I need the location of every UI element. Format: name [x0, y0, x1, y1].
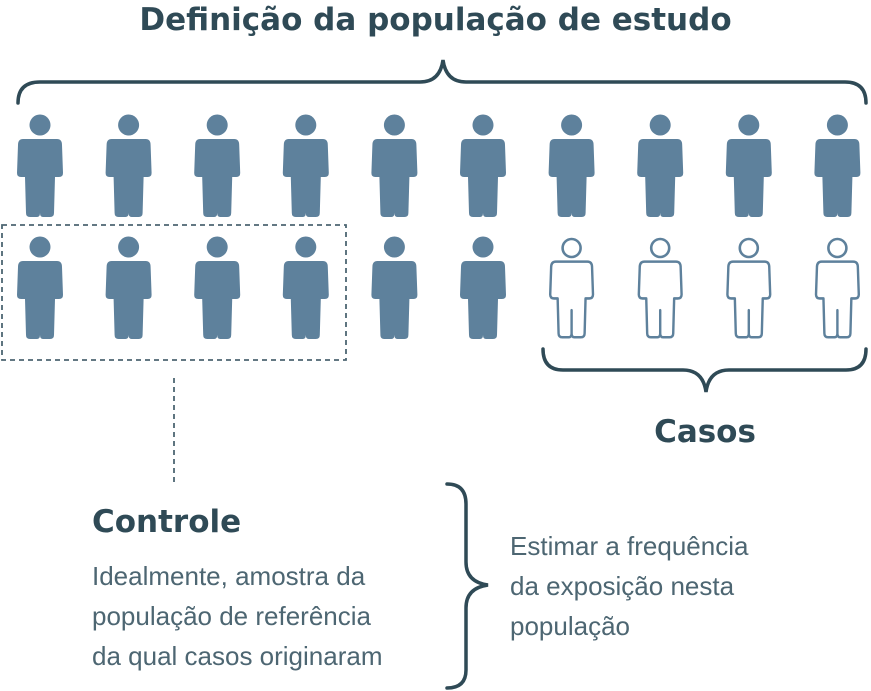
person-filled-icon	[282, 236, 329, 339]
person-body	[725, 139, 772, 217]
person-filled-icon	[17, 114, 63, 217]
person-head	[826, 114, 848, 136]
person-filled-icon	[548, 114, 595, 217]
person-body	[637, 260, 683, 339]
person-filled-icon	[814, 114, 861, 217]
person-body	[17, 261, 63, 339]
person-body	[194, 139, 241, 217]
person-head	[561, 114, 583, 136]
person-body	[548, 139, 595, 217]
person-body	[637, 139, 684, 217]
person-outline-icon	[726, 237, 772, 339]
casos-brace	[541, 347, 868, 393]
person-body	[726, 260, 772, 339]
person-head	[649, 237, 671, 259]
person-head	[827, 237, 848, 259]
person-filled-icon	[371, 114, 418, 217]
estimate-line: população	[510, 611, 630, 641]
person-head	[295, 236, 317, 258]
person-body	[460, 139, 506, 217]
controle-description-line: Idealmente, amostra da	[92, 561, 366, 591]
person-head	[649, 114, 671, 136]
person-head	[206, 114, 228, 136]
person-filled-icon	[637, 114, 684, 217]
person-filled-icon	[194, 236, 241, 339]
person-body	[814, 139, 861, 217]
diagram-title: Definição da população de estudo	[139, 2, 732, 38]
person-head	[383, 236, 405, 258]
estimate-line: da exposição nesta	[510, 571, 735, 601]
person-body	[282, 139, 329, 217]
population-brace	[16, 59, 868, 105]
person-body	[194, 261, 241, 339]
person-head	[29, 236, 51, 258]
person-filled-icon	[105, 114, 152, 217]
person-head	[738, 114, 760, 136]
estimate-line: Estimar a frequência	[510, 531, 749, 561]
person-filled-icon	[282, 114, 329, 217]
person-body	[105, 261, 152, 339]
person-body	[549, 260, 595, 339]
casos-label: Casos	[654, 414, 756, 450]
controle-selection-box	[1, 224, 347, 361]
person-outline-icon	[549, 237, 595, 339]
person-head	[118, 114, 140, 136]
estimate-brace	[445, 482, 489, 690]
controle-description-line: da qual casos originaram	[92, 641, 383, 671]
person-filled-icon	[194, 114, 241, 217]
person-body	[282, 261, 329, 339]
person-head	[472, 236, 494, 258]
person-body	[105, 139, 152, 217]
controle-description-line: população de referência	[92, 601, 371, 631]
population-grid	[17, 114, 861, 339]
person-outline-icon	[814, 237, 860, 339]
person-head	[561, 237, 582, 259]
person-filled-icon	[17, 236, 63, 339]
controle-description: Idealmente, amostra da população de refe…	[92, 556, 442, 676]
person-head	[295, 114, 317, 136]
person-body	[371, 139, 418, 217]
person-body	[371, 261, 418, 339]
person-head	[206, 236, 228, 258]
person-outline-icon	[637, 237, 683, 339]
person-filled-icon	[725, 114, 772, 217]
person-head	[738, 237, 760, 259]
controle-title: Controle	[92, 504, 242, 540]
person-filled-icon	[460, 114, 506, 217]
person-body	[17, 139, 63, 217]
person-filled-icon	[371, 236, 418, 339]
person-body	[814, 260, 860, 339]
person-body	[460, 261, 506, 339]
person-head	[383, 114, 405, 136]
estimate-text: Estimar a frequência da exposição nesta …	[510, 526, 840, 646]
person-head	[29, 114, 51, 136]
person-head	[472, 114, 494, 136]
person-filled-icon	[105, 236, 152, 339]
person-filled-icon	[460, 236, 506, 339]
person-head	[118, 236, 140, 258]
